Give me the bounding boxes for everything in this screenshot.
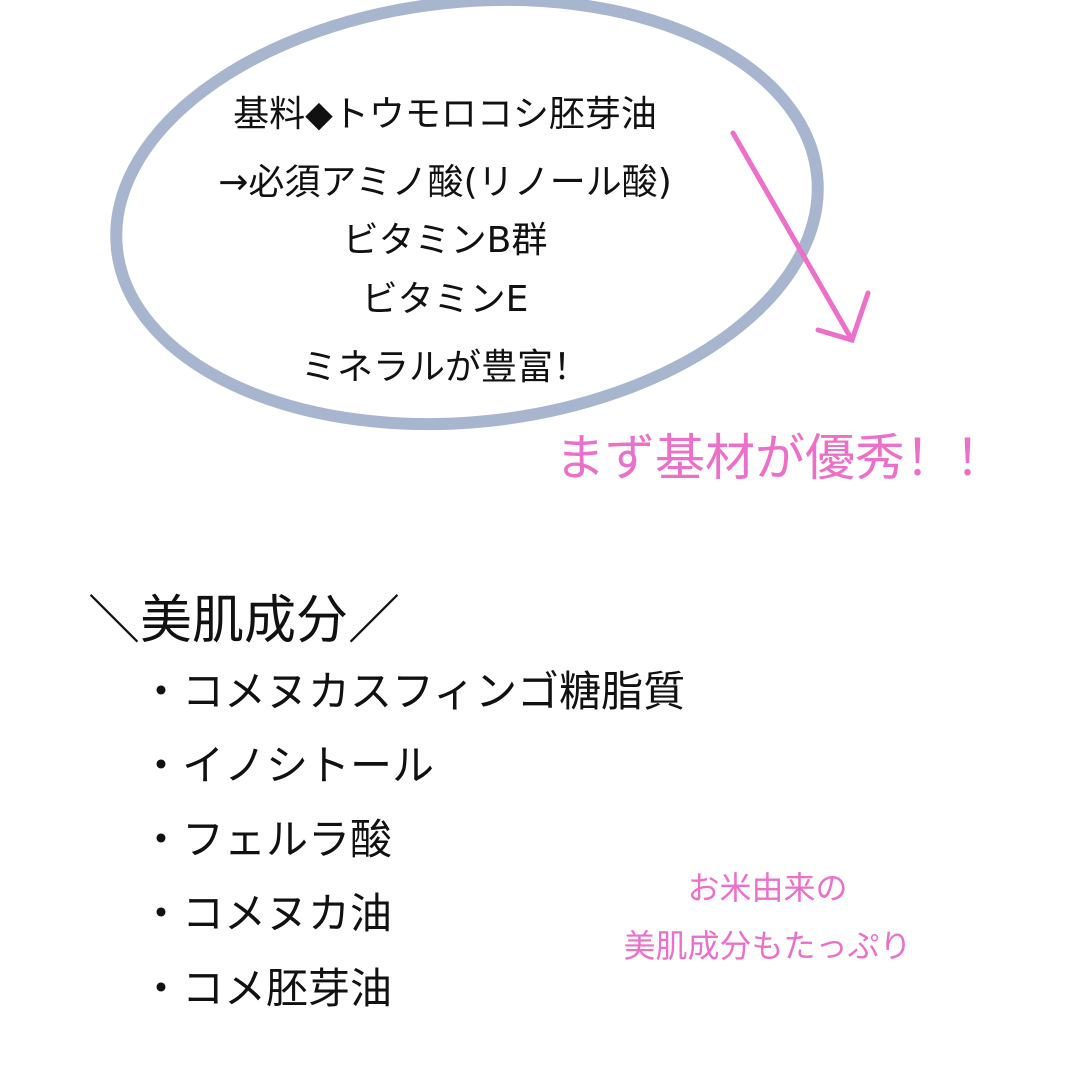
list-item: ・フェルラ酸 [140, 815, 393, 864]
section-heading: ＼美肌成分／ [88, 591, 401, 651]
circle-line-amino: →必須アミノ酸(リノール酸) [218, 162, 672, 203]
circle-line-mineral: ミネラルが豊富！ [300, 347, 589, 388]
note-line-2: 美肌成分もたっぷり [623, 927, 912, 965]
list-item: ・コメヌカ油 [140, 889, 393, 938]
circle-line-vitamin-b: ビタミンB群 [342, 220, 548, 261]
circle-line-vitamin-e: ビタミンE [361, 279, 529, 320]
circle-line-base: 基料◆トウモロコシ胚芽油 [233, 94, 657, 135]
highlight-circle [110, 0, 824, 431]
list-item: ・イノシトール [140, 741, 435, 790]
list-item: ・コメヌカスフィンゴ糖脂質 [140, 667, 686, 716]
headline: まず基材が優秀！！ [555, 429, 1005, 487]
arrow-icon [730, 130, 871, 344]
list-item: ・コメ胚芽油 [140, 964, 393, 1013]
note-line-1: お米由来の [687, 869, 848, 907]
